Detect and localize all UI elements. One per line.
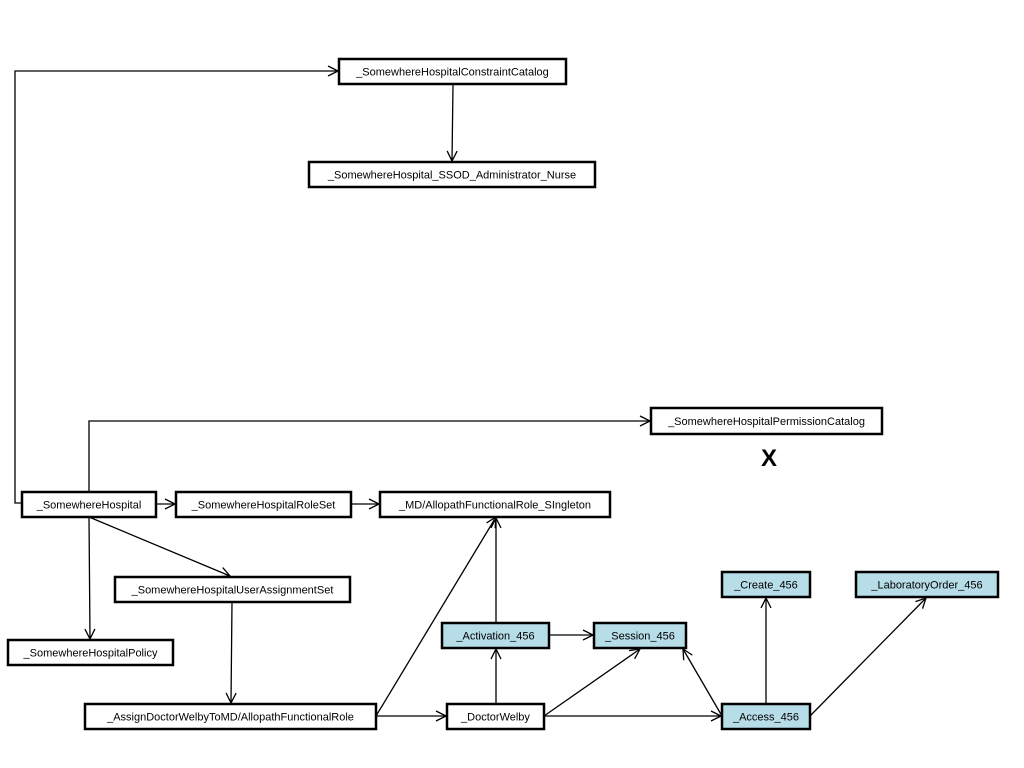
node-access: _Access_456: [720, 702, 812, 731]
node-label: _Access_456: [732, 712, 799, 724]
node-label: _SomewhereHospital: [36, 500, 142, 512]
node-md-role: _MD/AllopathFunctionalRole_SIngleton: [378, 490, 612, 519]
node-doctor-welby: _DoctorWelby: [445, 702, 546, 731]
node-box: [6, 638, 175, 667]
node-label: _SomewhereHospitalUserAssignmentSet: [131, 585, 334, 597]
edge-somewhere-hospital-to-user-assignment-set: [88, 516, 230, 576]
node-box: [83, 702, 378, 731]
node-label: _Session_456: [604, 631, 675, 643]
node-box: [440, 621, 551, 650]
node-label: _LaboratoryOrder_456: [870, 580, 982, 592]
node-box: [592, 621, 688, 650]
edge-somewhere-hospital-to-policy: [89, 516, 90, 639]
edge-constraint-catalog-to-ssod-admin-nurse: [452, 84, 453, 161]
node-ssod-admin-nurse: _SomewhereHospital_SSOD_Administrator_Nu…: [307, 160, 597, 189]
node-label: _AssignDoctorWelbyToMD/AllopathFunctiona…: [106, 712, 354, 724]
node-box: [337, 57, 568, 86]
permission-denied-mark: X: [761, 445, 777, 472]
edge-assign-doctor-to-md-role: [375, 517, 496, 717]
node-label: _MD/AllopathFunctionalRole_SIngleton: [398, 500, 591, 512]
node-label: _SomewhereHospitalConstraintCatalog: [355, 67, 549, 79]
node-box: [113, 575, 352, 604]
node-assign-doctor: _AssignDoctorWelbyToMD/AllopathFunctiona…: [83, 702, 378, 731]
node-label: _SomewhereHospitalPolicy: [23, 648, 158, 660]
node-role-set: _SomewhereHospitalRoleSet: [174, 490, 353, 519]
edges: [14, 71, 926, 717]
node-label: _DoctorWelby: [460, 712, 530, 724]
edge-user-assignment-set-to-assign-doctor: [231, 601, 232, 703]
node-box: [649, 406, 884, 436]
node-label: _SomewhereHospitalPermissionCatalog: [667, 416, 865, 428]
node-box: [720, 570, 812, 599]
edge-somewhere-hospital-to-permission-catalog: [88, 421, 650, 492]
node-label: _Activation_456: [455, 631, 534, 643]
node-policy: _SomewhereHospitalPolicy: [6, 638, 175, 667]
node-box: [378, 490, 612, 519]
node-constraint-catalog: _SomewhereHospitalConstraintCatalog: [337, 57, 568, 86]
edge-access-to-lab-order: [809, 598, 926, 717]
node-box: [720, 702, 812, 731]
node-box: [20, 490, 158, 519]
nodes: _SomewhereHospitalConstraintCatalog _Some…: [6, 57, 1000, 731]
edge-doctor-welby-to-session: [543, 649, 640, 717]
node-label: _SomewhereHospitalRoleSet: [191, 500, 336, 512]
node-permission-catalog: _SomewhereHospitalPermissionCatalog: [649, 406, 884, 436]
node-label: _SomewhereHospital_SSOD_Administrator_Nu…: [327, 170, 576, 182]
node-lab-order: _LaboratoryOrder_456: [854, 570, 1000, 599]
node-box: [854, 570, 1000, 599]
node-user-assignment-set: _SomewhereHospitalUserAssignmentSet: [113, 575, 352, 604]
node-create: _Create_456: [720, 570, 812, 599]
node-box: [445, 702, 546, 731]
node-box: [174, 490, 353, 519]
node-somewhere-hospital: _SomewhereHospital: [20, 490, 158, 519]
node-box: [307, 160, 597, 189]
node-activation: _Activation_456: [440, 621, 551, 650]
node-session: _Session_456: [592, 621, 688, 650]
edge-access-to-session: [683, 649, 723, 717]
node-label: _Create_456: [733, 580, 798, 592]
edge-somewhere-hospital-to-constraint-catalog: [14, 71, 338, 504]
